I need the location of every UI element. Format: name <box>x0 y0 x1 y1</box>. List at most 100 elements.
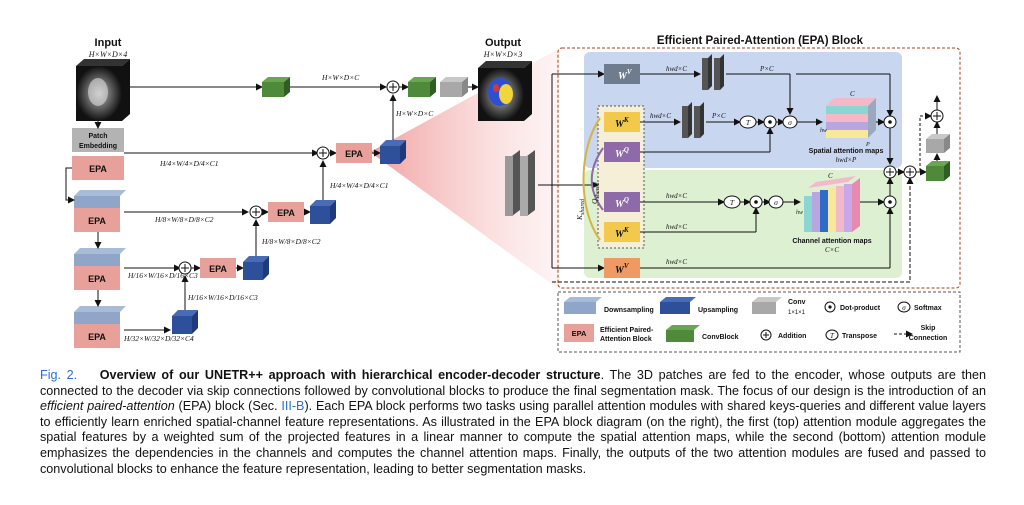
svg-text:WQ: WQ <box>615 146 629 160</box>
stage1-dims: H/4×W/4×D/4×C1 <box>159 159 219 168</box>
encoder-stage-3: EPA <box>74 248 126 290</box>
final-convblock <box>408 77 436 97</box>
caption-text-1: . The 3D patches are fed to the encoder,… <box>40 368 987 398</box>
svg-text:WV: WV <box>618 68 633 82</box>
spatial-maps-label: Spatial attention maps <box>809 148 884 155</box>
epa-block-frame <box>557 47 961 289</box>
svg-text:P×C: P×C <box>711 112 726 120</box>
svg-text:EPA: EPA <box>345 149 363 159</box>
architecture-diagram: Input H×W×D×4 Patch Embedding EPA EPA EP… <box>65 35 961 353</box>
svg-text:WV: WV <box>615 262 630 276</box>
residual-add <box>903 165 917 179</box>
caption-text-3: ). Each EPA block performs two tasks usi… <box>40 399 986 476</box>
epa-input-features <box>505 150 535 216</box>
svg-text:1×1×1: 1×1×1 <box>788 310 806 316</box>
section-link[interactable]: III-B <box>281 399 305 414</box>
output-title: Output <box>485 37 521 49</box>
wv-channel: WV <box>604 258 640 278</box>
channel-maps-label: Channel attention maps <box>792 238 871 245</box>
transpose-op-channel: T <box>723 195 741 209</box>
q-shared-label: Qshared <box>590 181 601 204</box>
epa-block-title: Efficient Paired-Attention (EPA) Block <box>657 35 864 47</box>
svg-text:Softmax: Softmax <box>914 305 942 312</box>
svg-text:σ: σ <box>788 118 792 127</box>
softmax-op-channel: σ <box>768 195 784 209</box>
svg-text:EPA: EPA <box>88 274 106 284</box>
figure-caption: Fig. 2. Overview of our UNETR++ approach… <box>40 368 986 477</box>
decoder-add-3 <box>178 261 192 275</box>
projected-k-slices <box>682 102 704 138</box>
legend-dot-product: Dot-product <box>824 301 881 313</box>
svg-text:Addition: Addition <box>778 333 806 340</box>
encoder-epa-1: EPA <box>72 156 124 180</box>
input-volume <box>76 59 130 121</box>
svg-text:T: T <box>730 198 735 207</box>
final-add <box>386 80 400 94</box>
decoder-add-2 <box>249 205 263 219</box>
svg-text:EPA: EPA <box>88 216 106 226</box>
stage1-up-dims: H/4×W/4×D/4×C1 <box>329 181 389 190</box>
svg-text:Transpose: Transpose <box>842 333 877 340</box>
svg-text:hwd×C: hwd×C <box>666 258 687 266</box>
projected-v-slices <box>702 54 724 90</box>
svg-text:Attention Block: Attention Block <box>600 336 652 343</box>
epa-convblock <box>926 161 950 181</box>
output-dims: H×W×D×3 <box>483 50 522 59</box>
spatial-maps-dims: hwd×P <box>836 156 857 164</box>
encoder-stage-2: EPA <box>74 190 126 232</box>
final-conv1x1 <box>440 77 468 97</box>
epa-output-add <box>930 109 944 123</box>
stage4-dims: H/32×W/32×D/32×C4 <box>123 334 194 343</box>
shared-k-link <box>582 117 601 241</box>
caption-title: Overview of our UNETR++ approach with hi… <box>99 368 601 382</box>
svg-text:P: P <box>865 142 870 148</box>
skip-dashed <box>552 177 914 283</box>
channel-maps-dims: C×C <box>825 246 839 254</box>
wq-spatial: WQ <box>604 142 640 162</box>
svg-text:T: T <box>746 118 751 127</box>
svg-text:WK: WK <box>615 116 630 130</box>
stage2-up-dims: H/8×W/8×D/8×C2 <box>261 237 321 246</box>
svg-text:Dot-product: Dot-product <box>840 305 881 312</box>
legend-addition: Addition <box>760 329 806 341</box>
wk-spatial: WK <box>604 112 640 132</box>
top-convblock <box>262 77 290 97</box>
svg-text:EPA: EPA <box>209 264 227 274</box>
legend-convblock: ConvBlock <box>666 325 739 342</box>
svg-text:T: T <box>830 332 835 340</box>
spatial-attention-maps: C hw P <box>820 90 876 148</box>
bottleneck-upsample <box>172 310 198 334</box>
svg-text:Efficient Paired-: Efficient Paired- <box>600 327 654 334</box>
decoder-epa-2: EPA <box>268 202 304 222</box>
softmax-op-spatial: σ <box>782 115 798 129</box>
decoder-upsample-1 <box>380 140 406 164</box>
svg-text:EPA: EPA <box>88 332 106 342</box>
legend-epa: EPA Efficient Paired- Attention Block <box>564 324 654 343</box>
legend-skip: Skip Connection <box>894 325 947 342</box>
svg-text:hwd×C: hwd×C <box>666 223 687 231</box>
k-shared-label: Kshared <box>575 198 586 221</box>
svg-text:Conv: Conv <box>788 299 806 306</box>
stage3-dims: H/16×W/16×D/16×C3 <box>127 271 198 280</box>
svg-text:Connection: Connection <box>909 335 948 342</box>
svg-text:WK: WK <box>615 226 630 240</box>
caption-text-2: (EPA) block (Sec. <box>174 399 282 414</box>
transpose-op-spatial: T <box>739 115 757 129</box>
svg-text:hw: hw <box>796 210 803 216</box>
svg-text:Upsampling: Upsampling <box>698 307 738 314</box>
figure-number[interactable]: Fig. 2. <box>40 368 78 382</box>
channel-attention-maps: C hw <box>796 172 860 232</box>
svg-text:WQ: WQ <box>615 196 629 210</box>
decoder-add-1 <box>316 146 330 160</box>
wq-channel: WQ <box>604 192 640 212</box>
svg-text:hw: hw <box>820 128 827 134</box>
epa-conv1x1 <box>926 134 950 153</box>
svg-text:Downsampling: Downsampling <box>604 307 654 314</box>
output-volume <box>478 61 532 121</box>
svg-text:EPA: EPA <box>277 208 295 218</box>
caption-emphasis: efficient paired-attention <box>40 399 175 414</box>
svg-text:σ: σ <box>774 198 778 207</box>
spatial-attention-region <box>584 52 902 168</box>
decoder-upsample-2 <box>310 200 336 224</box>
dot-op-channel-2 <box>883 195 897 209</box>
